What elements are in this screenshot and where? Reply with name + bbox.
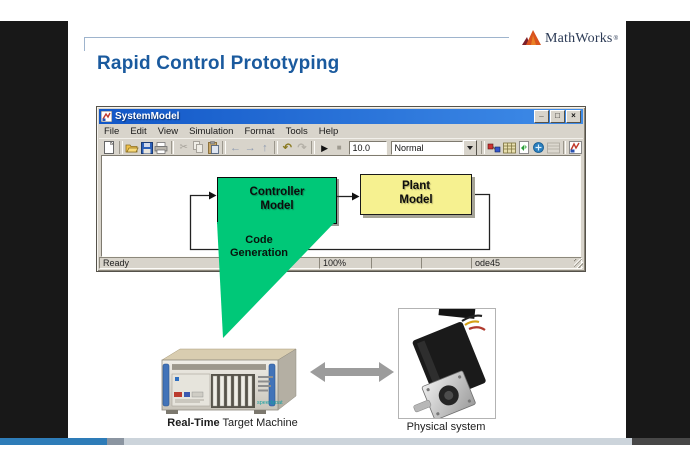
copy-icon[interactable] [191,140,206,155]
motor-drawing [412,309,486,418]
menu-help[interactable]: Help [318,125,339,137]
registered-mark: ® [613,36,618,42]
build-icon[interactable] [531,140,546,155]
window-title: SystemModel [115,111,180,122]
system-model-window: SystemModel _ □ × File Edit View Simulat… [96,106,586,272]
controller-model-block[interactable]: Controller Model [217,177,337,224]
code-generation-label: Code Generation [229,234,289,259]
mathworks-logo: MathWorks ® [521,29,618,49]
plant-block-label-line1: Plant [401,180,431,192]
minimize-button[interactable]: _ [534,109,549,123]
video-progress-remaining[interactable] [124,438,632,445]
maximize-button[interactable]: □ [550,110,565,123]
open-icon[interactable] [125,140,140,155]
simulink-app-icon [101,111,112,122]
save-icon[interactable] [139,140,154,155]
menu-simulation[interactable]: Simulation [189,125,234,137]
sim-stop-time-input[interactable]: 10.0 [348,140,387,155]
letterbox-left [0,21,68,438]
new-icon[interactable] [102,140,117,155]
back-icon[interactable]: ← [230,141,242,154]
target-machine-image: speedgoat [161,348,297,414]
status-cell-empty [421,257,472,269]
window-titlebar[interactable]: SystemModel _ □ × [99,109,583,124]
toolbar-separator [311,141,316,154]
video-progress-end [632,438,690,445]
toolbar-separator [118,141,123,154]
target-machine-brand: speedgoat [257,400,283,406]
toolbar-separator [481,141,486,154]
cut-icon[interactable]: ✂ [179,141,188,153]
stop-icon[interactable]: ■ [336,142,342,152]
toolbar-separator [562,141,567,154]
menu-tools[interactable]: Tools [285,125,308,137]
menu-view[interactable]: View [157,125,179,137]
slide-rule-line [84,37,509,51]
simulation-mode-dropdown-button[interactable] [463,139,478,156]
update-diagram-icon[interactable] [516,140,531,155]
chevron-down-icon [467,145,474,150]
model-browser-icon[interactable] [502,140,517,155]
bidirectional-arrow-icon [310,362,394,382]
toolbar: ✂ ← → ↑ ↶ ↷ ▶ ■ 10.0 Normal [99,138,583,156]
target-machine-label: Real-Time Target Machine [167,417,298,429]
mathworks-logo-icon [522,30,541,45]
menu-edit[interactable]: Edit [130,125,147,137]
menu-bar: File Edit View Simulation Format Tools H… [99,125,583,137]
print-icon[interactable] [154,140,169,155]
simulation-mode-select[interactable]: Normal [390,140,464,155]
forward-icon[interactable]: → [244,141,256,154]
plant-block-label-line2: Model [399,194,433,206]
window-controls: _ □ × [534,109,583,123]
toolbar-separator [170,141,175,154]
undo-icon[interactable]: ↶ [282,141,292,154]
toolbar-separator [222,141,227,154]
toolbar-separator [274,141,279,154]
status-cell-empty [371,257,422,269]
letterbox-right [626,21,690,438]
play-icon[interactable]: ▶ [321,142,328,153]
menu-file[interactable]: File [104,125,120,137]
plant-model-block[interactable]: Plant Model [360,174,472,215]
physical-system-image [398,308,496,419]
redo-icon[interactable]: ↷ [297,141,307,154]
status-zoom: 100% [319,257,372,269]
video-progress-played[interactable] [0,438,107,445]
controller-block-label-line2: Model [260,200,294,212]
close-button[interactable]: × [566,110,581,123]
slide-title: Rapid Control Prototyping [97,53,340,74]
controller-block-label-line1: Controller [249,186,305,198]
up-icon[interactable]: ↑ [262,141,268,154]
video-progress-handle[interactable] [107,438,124,445]
toolbox-disabled-icon [546,140,561,155]
resize-grip[interactable] [574,259,583,268]
physical-system-label: Physical system [406,421,486,433]
signal-wires [189,191,491,251]
status-bar: Ready 100% ode45 [99,257,583,269]
library-browser-icon[interactable] [487,140,502,155]
paste-icon[interactable] [206,140,221,155]
video-progress-bar[interactable] [0,438,690,445]
mathworks-logo-text: MathWorks [545,31,613,46]
simulink-library-icon[interactable] [568,140,583,155]
status-solver: ode45 [471,257,582,269]
model-canvas[interactable]: Controller Model Plant Model [101,155,581,257]
menu-format[interactable]: Format [244,125,275,137]
